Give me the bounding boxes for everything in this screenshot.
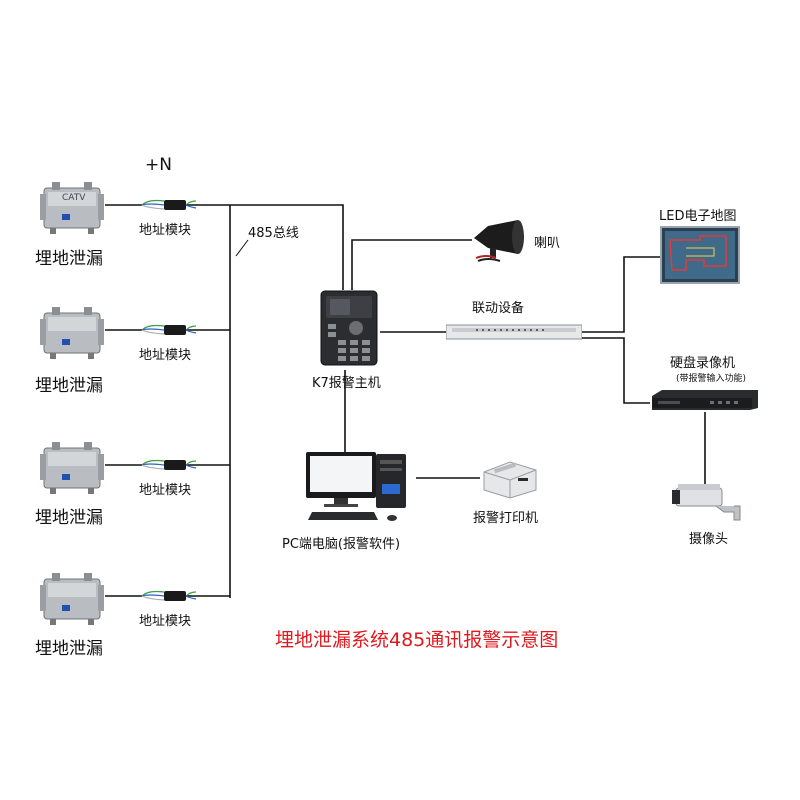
- module-wire-fans: [141, 199, 197, 601]
- led-electronic-map-icon: [660, 226, 740, 284]
- pc-label: PC端电脑(报警软件): [282, 537, 401, 552]
- alarm-printer-icon: [483, 461, 537, 499]
- speaker-label: 喇叭: [534, 236, 561, 251]
- address-module-icon: [164, 591, 186, 601]
- address-module-label: 地址模块: [139, 483, 192, 498]
- leak-detector-box-icon: [40, 182, 104, 234]
- leak-unit-label: 埋地泄漏: [35, 249, 103, 269]
- pc-computer-icon: [306, 452, 406, 521]
- plus-n-label: +N: [145, 155, 172, 175]
- box-marking: CATV: [62, 193, 86, 203]
- alarm-host-label: K7报警主机: [312, 376, 381, 391]
- linkage-device-icon: [446, 324, 582, 340]
- leak-unit-label: 埋地泄漏: [35, 508, 103, 528]
- camera-label: 摄像头: [689, 532, 729, 547]
- leak-unit-label: 埋地泄漏: [35, 639, 103, 659]
- alarm-host-keypad-icon: [320, 290, 378, 366]
- printer-label: 报警打印机: [473, 511, 539, 526]
- dvr-label: 硬盘录像机: [670, 356, 736, 371]
- leak-detector-box-icon: [40, 573, 104, 625]
- address-module-icon: [164, 460, 186, 470]
- address-module-icon: [164, 200, 186, 210]
- horn-speaker-icon: [474, 220, 524, 262]
- leak-detector-box-icon: [40, 307, 104, 359]
- leak-detector-box-icon: [40, 442, 104, 494]
- dvr-recorder-icon: [652, 390, 758, 410]
- surveillance-camera-icon: [672, 484, 741, 521]
- linkage-device-label: 联动设备: [472, 301, 525, 316]
- dvr-note: (带报警输入功能): [676, 374, 747, 384]
- address-module-icon: [164, 325, 186, 335]
- led-map-label: LED电子地图: [659, 209, 737, 224]
- leak-unit-label: 埋地泄漏: [35, 376, 103, 396]
- address-module-label: 地址模块: [139, 348, 192, 363]
- address-module-label: 地址模块: [139, 223, 192, 238]
- diagram-title: 埋地泄漏系统485通讯报警示意图: [275, 629, 559, 651]
- bus-label: 485总线: [248, 226, 299, 241]
- address-module-label: 地址模块: [139, 614, 192, 629]
- bus-label-pointer: [235, 239, 249, 257]
